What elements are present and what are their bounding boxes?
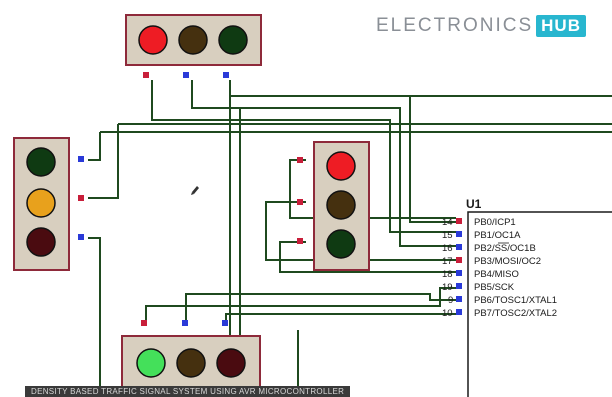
lamp-green <box>218 25 248 55</box>
pin-name: PB7/TOSC2/XTAL2 <box>474 308 557 319</box>
pin-name: PB4/MISO <box>474 269 519 280</box>
logo-text: ELECTRONICS <box>376 15 534 36</box>
pin-marker <box>141 320 147 326</box>
traffic-light-bottom <box>121 320 261 393</box>
pin-name: PB0/ICP1 <box>474 217 516 228</box>
wire-mid-green <box>279 241 456 273</box>
video-caption: DENSITY BASED TRAFFIC SIGNAL SYSTEM USIN… <box>25 386 351 397</box>
lamp-green <box>26 147 56 177</box>
pin-number: 17 <box>442 256 453 267</box>
logo-badge: HUB <box>536 15 586 37</box>
wire-bot-yellow <box>185 293 456 322</box>
pin-row: 14 PB0/ICP1 <box>442 217 516 228</box>
wire-pb0 <box>409 96 456 223</box>
pin-marker <box>143 72 149 78</box>
pin-marker <box>456 218 462 224</box>
lamp-yellow <box>178 25 208 55</box>
lamp-red <box>326 151 356 181</box>
pin-number: 16 <box>442 243 453 254</box>
wire-left-red <box>88 237 101 397</box>
pin-marker <box>222 320 228 326</box>
traffic-light-middle <box>297 141 370 271</box>
lamp-green <box>326 229 356 259</box>
pin-marker <box>456 257 462 263</box>
pin-row: 16 PB2/SS/OC1B <box>442 243 536 254</box>
pin-marker <box>297 199 303 205</box>
lamp-green <box>136 348 166 378</box>
chip-label: U1 <box>466 197 482 211</box>
pin-name: PB3/MOSI/OC2 <box>474 256 541 267</box>
pin-marker <box>456 296 462 302</box>
pin-name: PB1/OC1A <box>474 230 521 241</box>
pin-row: 9 PB6/TOSC1/XTAL1 <box>448 295 557 306</box>
pin-number: 10 <box>442 308 453 319</box>
pin-marker <box>78 234 84 240</box>
wire-top-yellow <box>191 80 456 247</box>
wire-left-green <box>88 132 101 161</box>
pin-marker <box>456 231 462 237</box>
pin-marker <box>78 195 84 201</box>
pin-marker <box>183 72 189 78</box>
microcontroller-u1: U1 14 PB0/ICP1 15 PB1/OC1A 16 PB2/SS/OC1… <box>442 197 612 397</box>
pin-row: 18 PB4/MISO <box>442 269 519 280</box>
pin-row: 15 PB1/OC1A <box>442 230 521 241</box>
pin-marker <box>182 320 188 326</box>
wire-left-yellow <box>88 124 119 199</box>
traffic-light-left <box>13 137 84 271</box>
pin-name: PB5/SCK <box>474 282 515 293</box>
pin-marker <box>456 270 462 276</box>
lamp-red <box>26 227 56 257</box>
pin-number: 19 <box>442 282 453 293</box>
lamp-yellow <box>176 348 206 378</box>
lamp-yellow <box>326 190 356 220</box>
pin-marker <box>297 238 303 244</box>
pin-number: 9 <box>448 295 453 306</box>
logo: ELECTRONICS HUB <box>376 14 586 38</box>
pin-marker <box>223 72 229 78</box>
pin-row: 17 PB3/MOSI/OC2 <box>442 256 541 267</box>
pin-row: 10 PB7/TOSC2/XTAL2 <box>442 308 557 319</box>
pencil-cursor-icon <box>191 186 199 195</box>
pin-number: 14 <box>442 217 453 228</box>
pin-number: 15 <box>442 230 453 241</box>
wire-bot-red <box>145 287 456 322</box>
lamp-red <box>138 25 168 55</box>
pin-marker <box>297 157 303 163</box>
pin-marker <box>456 309 462 315</box>
wire-top-red <box>151 80 456 233</box>
wire-top-green <box>229 80 612 97</box>
pin-marker <box>456 244 462 250</box>
pin-marker <box>78 156 84 162</box>
pin-name: PB2/SS/OC1B <box>474 243 536 254</box>
wires <box>88 80 612 397</box>
pin-number: 18 <box>442 269 453 280</box>
chip-body <box>467 211 612 397</box>
lamp-yellow <box>26 188 56 218</box>
wire-bot-green <box>225 313 456 322</box>
pin-name: PB6/TOSC1/XTAL1 <box>474 295 557 306</box>
traffic-light-top <box>125 14 262 78</box>
pin-marker <box>456 283 462 289</box>
lamp-red <box>216 348 246 378</box>
pin-row: 19 PB5/SCK <box>442 282 515 293</box>
